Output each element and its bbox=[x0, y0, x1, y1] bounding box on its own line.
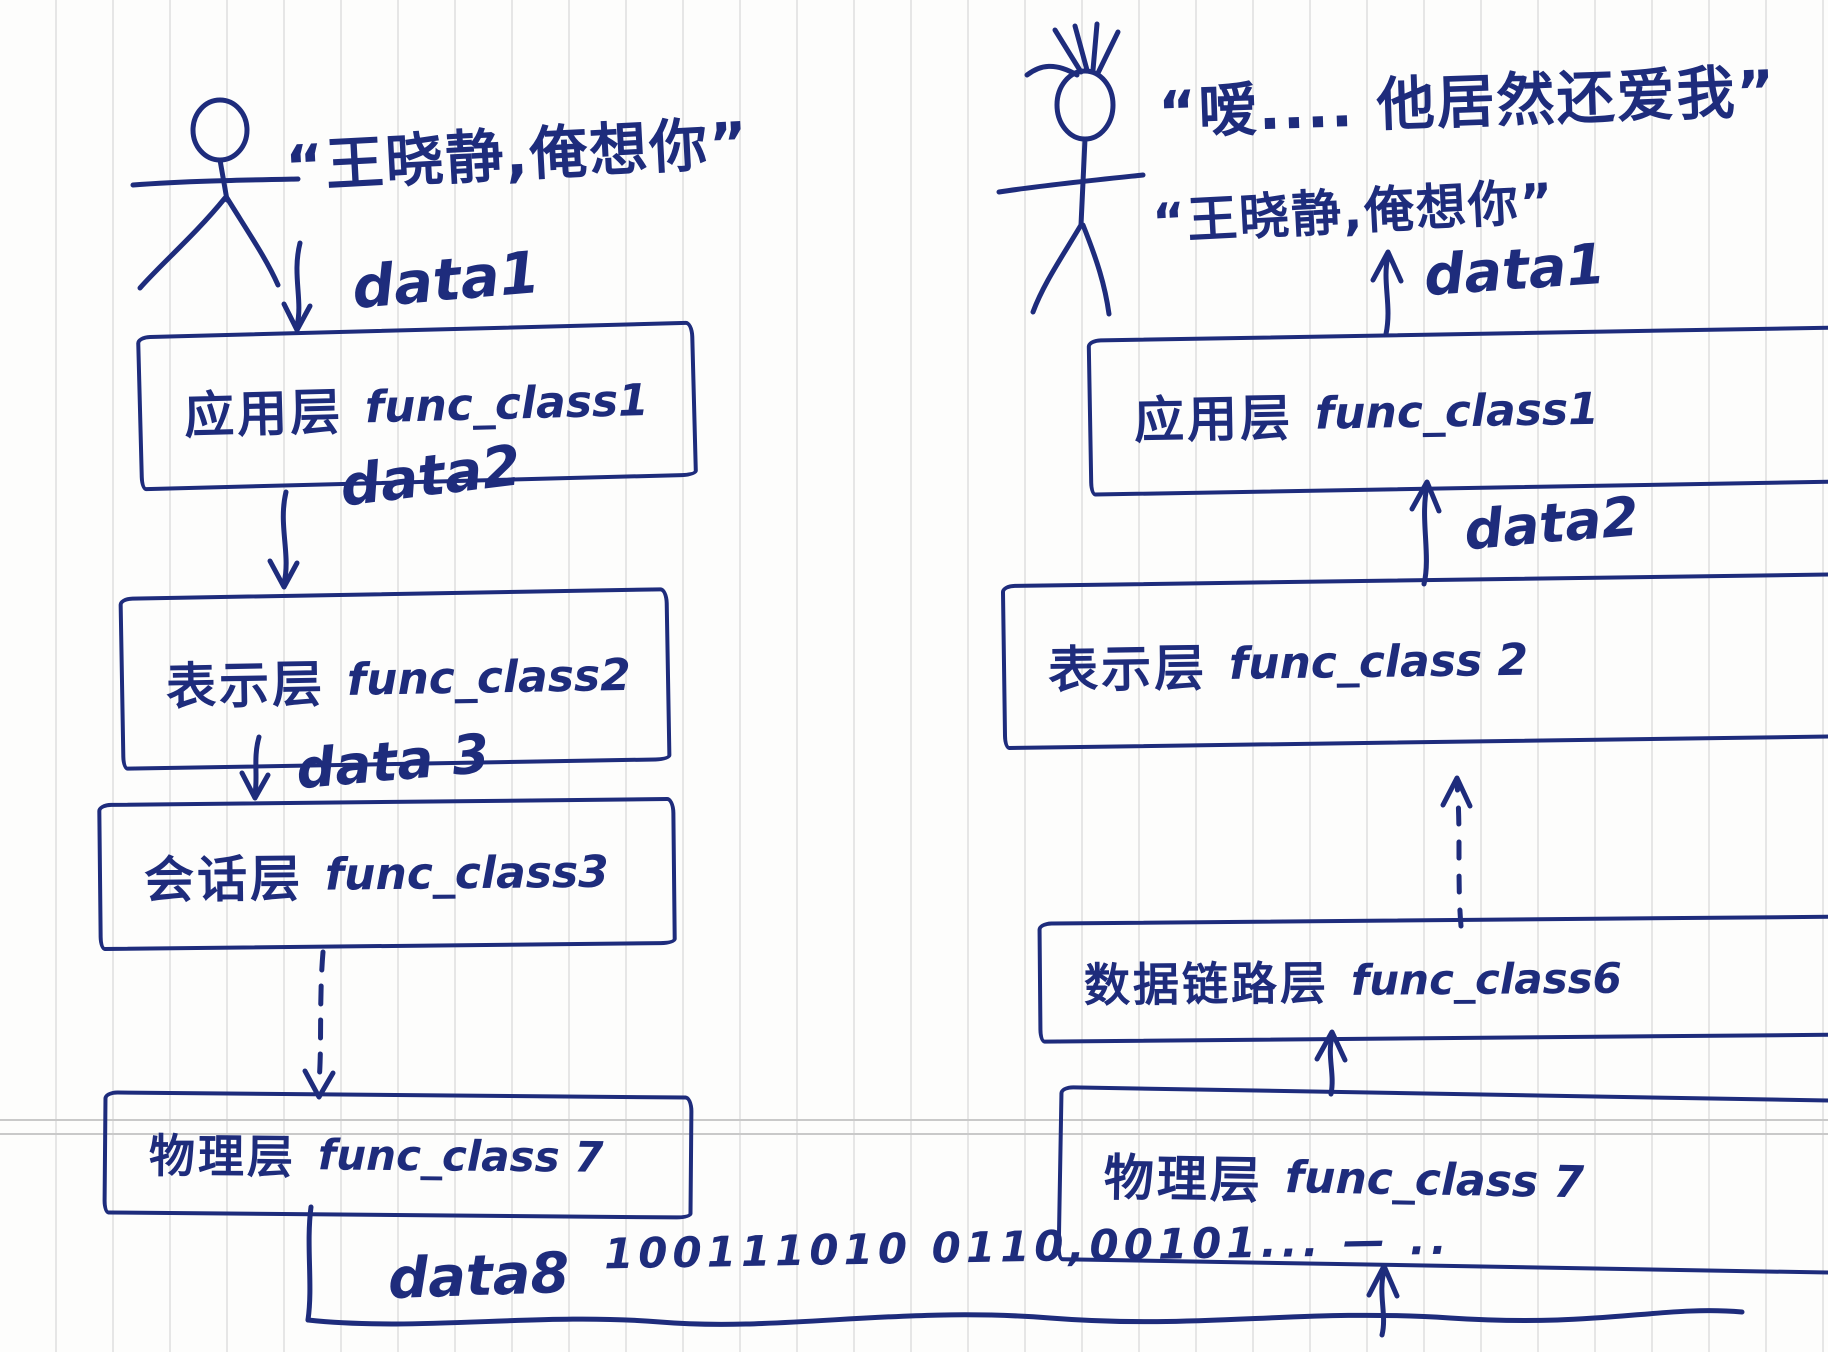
data2-label-right: data2 bbox=[1461, 484, 1642, 563]
presentation-layer-name: 表示层 bbox=[165, 655, 326, 716]
arrow-data2-down bbox=[267, 489, 300, 590]
receiver-box-presentation-layer: 表示层 func_class 2 bbox=[1000, 571, 1828, 751]
sender-box-physical-layer: 物理层 func_class 7 bbox=[102, 1090, 694, 1220]
datalink-layer-func: func_class6 bbox=[1350, 953, 1623, 1005]
receiver-box-physical-layer: 物理层 func_class 7 bbox=[1056, 1085, 1828, 1275]
application-layer-func: func_class1 bbox=[364, 374, 650, 433]
sender-stick-figure bbox=[130, 97, 301, 291]
arrow-dashed-down-left bbox=[302, 949, 336, 1100]
page-fold-line bbox=[0, 1119, 1828, 1135]
presentation-layer-name: 表示层 bbox=[1047, 639, 1208, 700]
data8-label: data8 bbox=[386, 1240, 571, 1313]
application-layer-name: 应用层 bbox=[1133, 389, 1294, 450]
arrow-datalink-to-physical-up bbox=[1314, 1029, 1348, 1097]
datalink-layer-name: 数据链路层 bbox=[1083, 956, 1330, 1013]
receiver-box-application-layer: 应用层 func_class1 bbox=[1086, 325, 1828, 497]
data1-label-right: data1 bbox=[1421, 231, 1608, 310]
application-layer-func: func_class1 bbox=[1314, 383, 1600, 440]
data1-label-left: data1 bbox=[349, 237, 543, 323]
receiver-box-datalink-layer: 数据链路层 func_class6 bbox=[1037, 914, 1828, 1044]
presentation-layer-func: func_class2 bbox=[346, 649, 632, 706]
arrow-data2-up bbox=[1409, 479, 1442, 587]
application-layer-name: 应用层 bbox=[183, 382, 344, 446]
arrow-dashed-up-right bbox=[1440, 775, 1473, 929]
physical-layer-func: func_class 7 bbox=[317, 1129, 604, 1182]
arrow-wire-to-physical-up bbox=[1366, 1263, 1400, 1338]
physical-layer-name: 物理层 bbox=[148, 1128, 297, 1185]
receiver-stick-figure bbox=[996, 21, 1146, 317]
sender-box-session-layer: 会话层 func_class3 bbox=[97, 796, 677, 952]
session-layer-func: func_class3 bbox=[324, 846, 609, 901]
session-layer-name: 会话层 bbox=[143, 849, 304, 910]
presentation-layer-func: func_class 2 bbox=[1228, 634, 1529, 690]
arrow-data1-up bbox=[1370, 249, 1404, 337]
sender-speech-text: “王晓静,俺想你” bbox=[283, 108, 752, 202]
physical-layer-func: func_class 7 bbox=[1284, 1151, 1585, 1208]
receiver-speech-line1: “嗳.... 他居然还爱我” bbox=[1157, 57, 1778, 147]
physical-layer-name: 物理层 bbox=[1103, 1148, 1264, 1210]
